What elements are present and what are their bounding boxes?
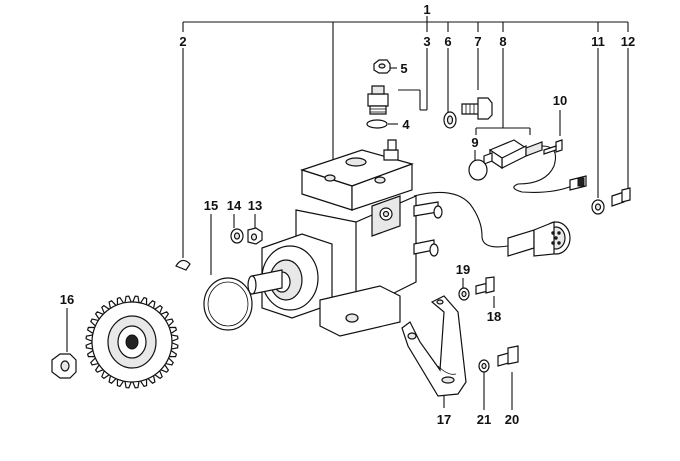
callout-20: 20 (505, 412, 519, 427)
part-3-valve (367, 85, 389, 115)
callout-18: 18 (487, 309, 501, 324)
part-6-washer (443, 111, 457, 129)
part-14-washer (230, 228, 244, 244)
callout-14: 14 (227, 198, 242, 213)
part-10-screw (543, 139, 563, 155)
callout-8: 8 (499, 34, 506, 49)
part-16-nut (51, 353, 77, 379)
part-8-solenoid (483, 139, 587, 193)
part-20-bolt (497, 345, 519, 367)
part-18-bolt (475, 276, 495, 295)
callout-15: 15 (204, 198, 218, 213)
part-12-screw (611, 187, 631, 207)
callout-10: 10 (553, 93, 567, 108)
part-15-o-ring (203, 277, 253, 331)
part-7-bolt (461, 97, 493, 120)
callout-labels: 1 2 3 4 5 6 7 8 9 10 11 12 13 14 15 16 1… (60, 2, 635, 427)
callout-4: 4 (402, 117, 410, 132)
part-4-o-ring (366, 119, 388, 129)
callout-9: 9 (471, 135, 478, 150)
callout-7: 7 (474, 34, 481, 49)
callout-17: 17 (437, 412, 451, 427)
part-21-washer (478, 359, 490, 373)
callout-3: 3 (423, 34, 430, 49)
callout-2: 2 (179, 34, 186, 49)
callout-16: 16 (60, 292, 74, 307)
callout-11: 11 (591, 34, 605, 49)
part-5-nut (373, 59, 391, 74)
part-2-key (175, 259, 191, 271)
part-1-pump-body (247, 139, 571, 337)
callout-21: 21 (477, 412, 491, 427)
callout-1: 1 (423, 2, 430, 17)
callout-12: 12 (621, 34, 635, 49)
callout-13: 13 (248, 198, 262, 213)
part-13-nut (247, 227, 263, 245)
callout-5: 5 (400, 61, 407, 76)
part-11-washer (591, 199, 605, 215)
part-17-bracket (401, 295, 467, 397)
callout-19: 19 (456, 262, 470, 277)
part-9-seal (468, 159, 488, 181)
sprocket-gear (85, 295, 179, 389)
leader-lines (66, 16, 629, 410)
callout-6: 6 (444, 34, 451, 49)
part-19-washer (458, 287, 470, 301)
